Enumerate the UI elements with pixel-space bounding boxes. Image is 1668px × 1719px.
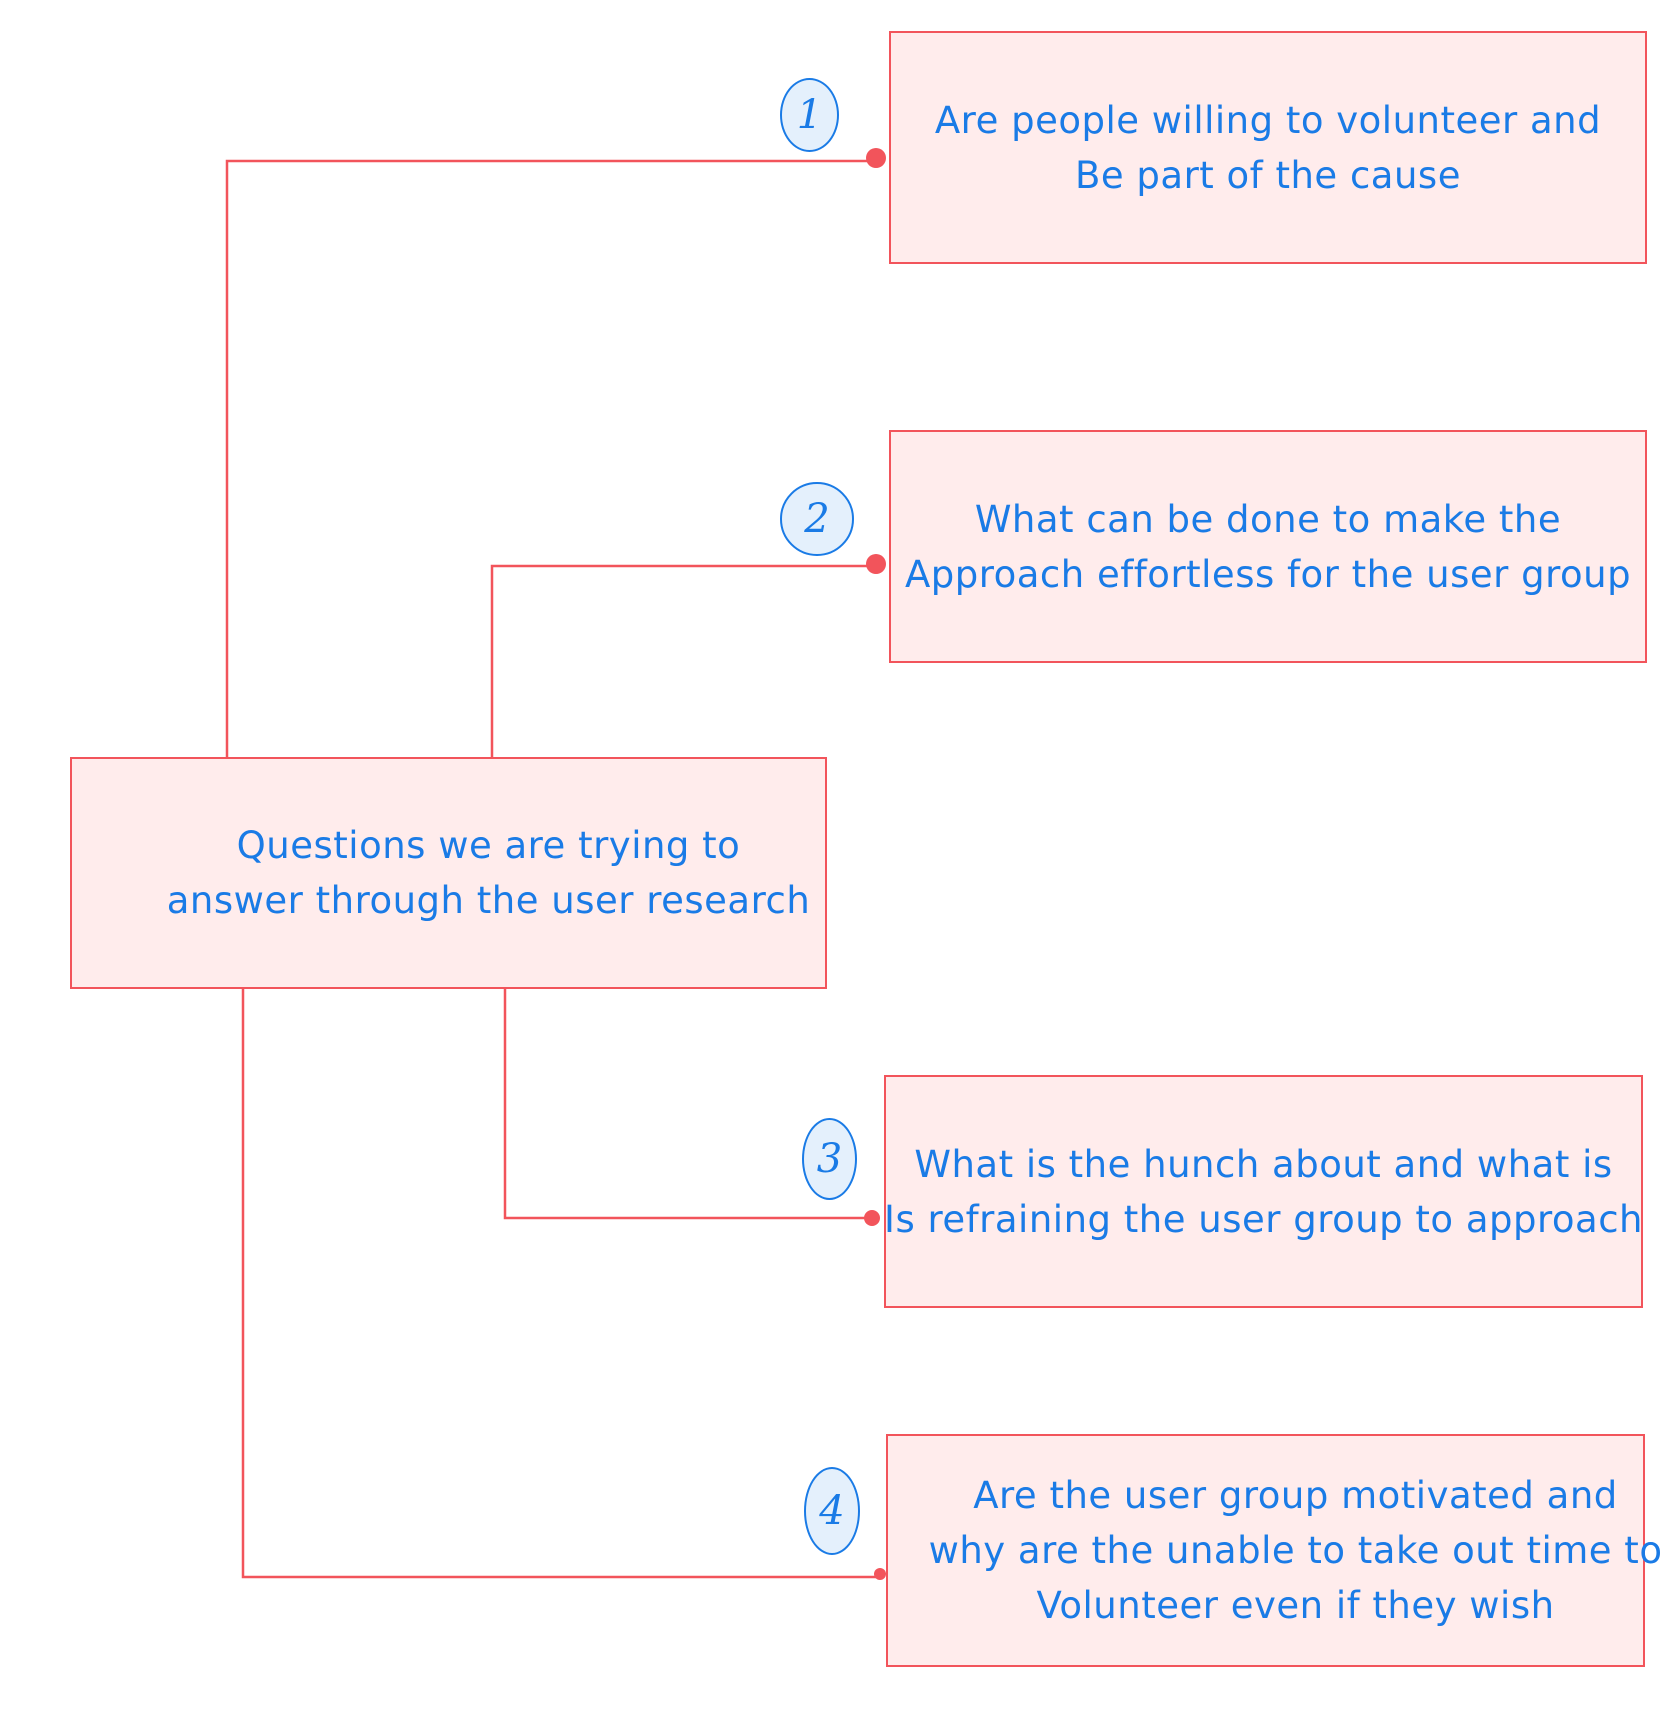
center-topic-text: Questions we are trying to answer throug… (87, 818, 811, 928)
question-1-text: Are people willing to volunteer and Be p… (935, 93, 1601, 203)
question-1-line-2: Be part of the cause (1075, 153, 1461, 197)
connector-3 (503, 987, 872, 1220)
connector-dot-4 (874, 1568, 886, 1580)
number-badge-1-label: 1 (796, 92, 823, 138)
question-box-2[interactable]: What can be done to make the Approach ef… (889, 430, 1647, 663)
center-line-2: answer through the user research (166, 879, 811, 922)
question-4-line-3: Volunteer even if they wish (1036, 1584, 1555, 1627)
center-line-1: Questions we are trying to (236, 824, 741, 867)
question-4-text: Are the user group motivated and why are… (869, 1468, 1663, 1633)
number-badge-4: 4 (804, 1467, 860, 1555)
connector-dot-3 (864, 1210, 880, 1226)
question-2-line-2: Approach effortless for the user group (904, 552, 1632, 596)
question-2-line-1: What can be done to make the (974, 497, 1562, 541)
question-box-4[interactable]: Are the user group motivated and why are… (886, 1434, 1662, 1667)
number-badge-4-label: 4 (819, 1488, 845, 1534)
question-2-text: What can be done to make the Approach ef… (905, 492, 1631, 602)
question-box-1[interactable]: Are people willing to volunteer and Be p… (889, 31, 1647, 264)
question-3-line-1: What is the hunch about and what is (914, 1142, 1613, 1186)
number-badge-3-label: 3 (816, 1136, 843, 1182)
question-3-text: What is the hunch about and what is Is r… (884, 1137, 1643, 1247)
question-3-line-2: Is refraining the user group to approach (884, 1197, 1643, 1241)
connector-4 (241, 987, 880, 1579)
number-badge-2-label: 2 (804, 496, 830, 542)
number-badge-2: 2 (780, 482, 854, 556)
connector-dot-1 (866, 148, 886, 168)
question-1-line-1: Are people willing to volunteer and (934, 98, 1602, 142)
connector-dot-2 (866, 554, 886, 574)
connector-1 (225, 159, 876, 758)
number-badge-3: 3 (802, 1118, 857, 1200)
question-4-line-1: Are the user group motivated and (973, 1474, 1618, 1517)
number-badge-1: 1 (780, 78, 839, 152)
center-topic-box[interactable]: Questions we are trying to answer throug… (70, 757, 827, 989)
question-box-3[interactable]: What is the hunch about and what is Is r… (884, 1075, 1643, 1308)
question-4-line-2: why are the unable to take out time to (928, 1529, 1663, 1572)
connector-2 (490, 564, 876, 758)
